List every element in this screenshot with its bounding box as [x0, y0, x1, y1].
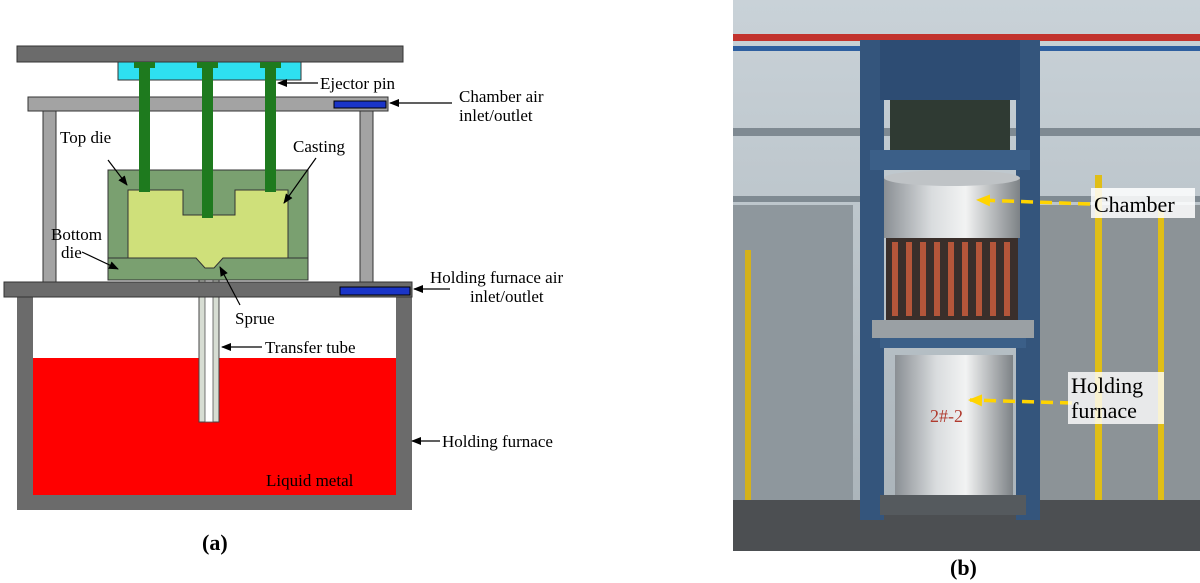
furnace-stencil: 2#-2	[930, 406, 963, 426]
arrow-bottom-die	[81, 251, 119, 270]
heater-coil-bars	[892, 242, 1010, 316]
ejector-pin-right	[265, 66, 276, 192]
label-holding-furnace-line1: Holding	[1071, 373, 1143, 398]
chamber-drum-rim	[884, 170, 1020, 186]
ejector-pin-head-center	[197, 62, 218, 68]
ejector-pin-head-left	[134, 62, 155, 68]
side-structure-left	[733, 205, 853, 551]
label-top-die: Top die	[60, 128, 111, 147]
arrow-sprue	[219, 266, 241, 306]
ejector-pin-head-right	[260, 62, 281, 68]
press-column-left	[860, 40, 884, 520]
holding-furnace-drum	[895, 355, 1013, 495]
caption-a: (a)	[202, 530, 228, 555]
label-chamber-bg	[1091, 188, 1195, 218]
top-plate	[16, 45, 404, 63]
ejector-pin-left	[139, 66, 150, 192]
panel-a-schematic: Ejector pin Chamber air inlet/outlet Top…	[3, 45, 563, 555]
label-transfer-tube: Transfer tube	[265, 338, 356, 357]
label-bottom-die-line1: Bottom	[51, 225, 102, 244]
furnace-base	[880, 495, 1026, 515]
panel-b-photo: 2#-2 Chamber Holding furnace (b)	[733, 0, 1200, 580]
arrow-top-die	[107, 159, 128, 186]
label-casting: Casting	[293, 137, 345, 156]
ejector-pin-center	[202, 66, 213, 218]
label-holding-furnace: Holding furnace	[442, 432, 553, 451]
label-holding-furnace-line2: furnace	[1071, 398, 1137, 423]
label-holding-furnace-bg	[1068, 372, 1164, 424]
press-column-right	[1016, 40, 1040, 520]
base-plate	[3, 281, 413, 298]
side-rail-left	[745, 250, 751, 551]
label-chamber-air-line1: Chamber air	[459, 87, 544, 106]
chamber-drum	[884, 178, 1020, 238]
frame-post-right	[359, 109, 374, 286]
label-bottom-die-line2: die	[61, 243, 82, 262]
label-holding-air-line2: inlet/outlet	[470, 287, 544, 306]
furnace-frame	[880, 338, 1026, 348]
casting	[127, 189, 289, 269]
label-chamber: Chamber	[1094, 192, 1175, 217]
holding-furnace-air-inlet	[339, 286, 411, 296]
furnace-top-plate	[872, 320, 1034, 338]
press-head-dark	[890, 100, 1010, 150]
label-sprue: Sprue	[235, 309, 275, 328]
label-ejector-pin: Ejector pin	[320, 74, 396, 93]
side-rail-right-1	[1095, 175, 1102, 551]
press-crossbar	[870, 150, 1030, 170]
arrow-holding-furnace-photo	[968, 394, 1073, 407]
arrow-casting	[283, 157, 317, 204]
ceiling-beam-red	[733, 34, 1200, 41]
label-liquid-metal: Liquid metal	[266, 471, 354, 490]
label-chamber-air-line2: inlet/outlet	[459, 106, 533, 125]
frame-post-left	[42, 109, 57, 286]
chamber-air-inlet	[333, 100, 387, 109]
caption-b: (b)	[950, 555, 977, 580]
press-head	[880, 40, 1020, 100]
label-holding-air-line1: Holding furnace air	[430, 268, 563, 287]
